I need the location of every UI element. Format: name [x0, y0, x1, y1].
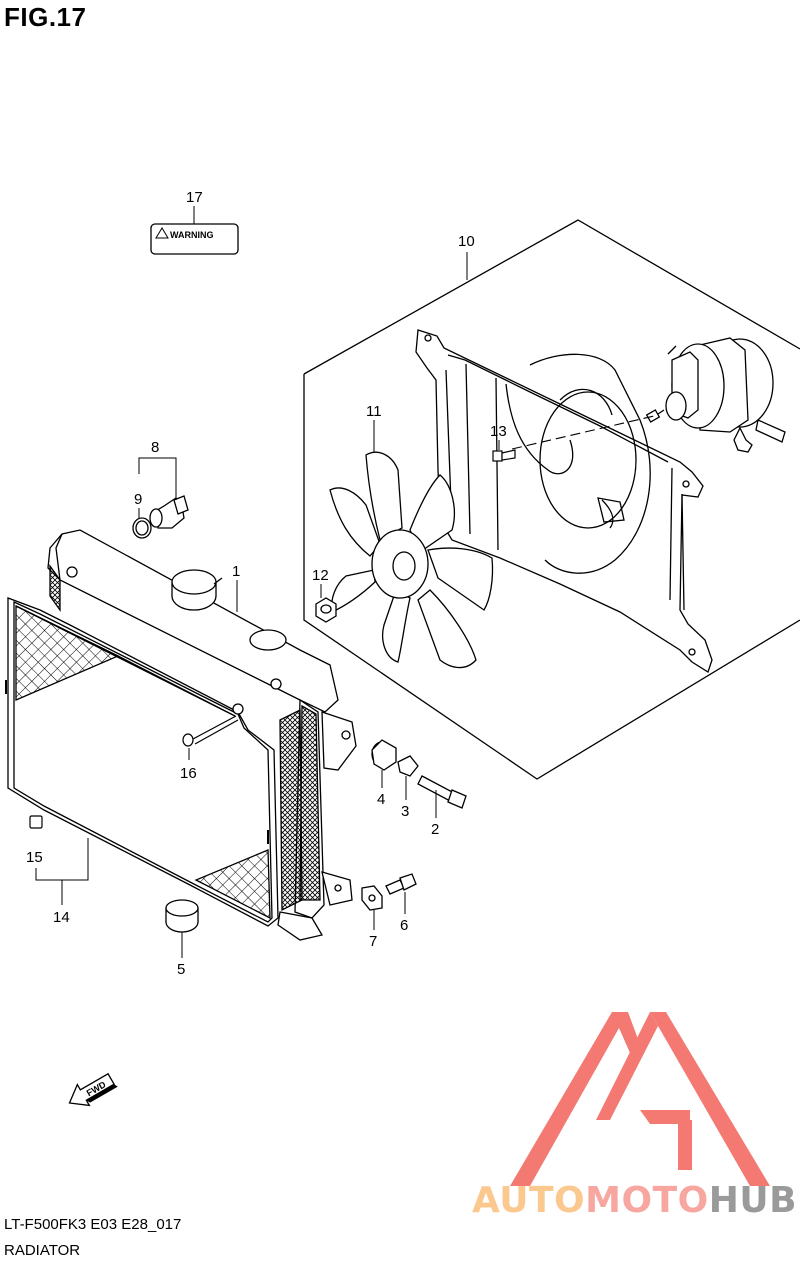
watermark-auto: AUTO	[472, 1180, 586, 1221]
watermark-hub: HUB	[708, 1180, 798, 1221]
thermo-switch	[149, 495, 189, 529]
screw-13	[492, 449, 516, 462]
o-ring	[132, 517, 152, 539]
warning-label: WARNING	[150, 223, 239, 255]
bolt-6	[385, 873, 417, 895]
clip-15	[29, 815, 43, 829]
forward-arrow: FWD	[68, 1072, 118, 1107]
callout-2: 2	[431, 821, 439, 838]
callout-14: 14	[53, 909, 70, 926]
bolt-2	[417, 775, 467, 809]
callout-5: 5	[177, 961, 185, 978]
callout-16: 16	[180, 765, 197, 782]
radiator-cap	[171, 569, 223, 611]
watermark-wordmark: AUTOMOTOHUB	[472, 1180, 797, 1221]
motor-axis-line	[511, 415, 655, 450]
leader-8	[138, 457, 177, 500]
callout-1: 1	[232, 563, 240, 580]
callout-4: 4	[377, 791, 385, 808]
callout-9: 9	[134, 491, 142, 508]
fan-motor	[645, 337, 786, 453]
callout-7: 7	[369, 933, 377, 950]
nut-12	[315, 597, 337, 623]
callout-15: 15	[26, 849, 43, 866]
callout-numbers: 1 2 3 4 5 6 7 8 9 10 11 12 13 14 15 16 1…	[26, 189, 507, 978]
callout-11: 11	[366, 403, 382, 420]
callout-6: 6	[400, 917, 408, 934]
radiator-screen	[5, 597, 279, 927]
model-code: LT-F500FK3 E03 E28_017	[4, 1216, 182, 1233]
fan-blade	[329, 451, 494, 669]
screw-16	[182, 715, 239, 747]
callout-3: 3	[401, 803, 409, 820]
cushion-4	[371, 739, 397, 771]
leader-14	[35, 838, 89, 881]
watermark-moto: MOTO	[585, 1180, 709, 1221]
fan-assembly-box	[303, 219, 800, 780]
callout-17: 17	[186, 189, 203, 206]
callout-10: 10	[458, 233, 475, 250]
warning-text: WARNING	[170, 230, 214, 240]
callout-13: 13	[490, 423, 507, 440]
figure-title: FIG.17	[4, 2, 87, 32]
watermark-logo-mark	[510, 1012, 770, 1186]
callout-12: 12	[312, 567, 329, 584]
nut-7	[361, 885, 383, 911]
radiator	[47, 529, 357, 941]
callout-8: 8	[151, 439, 159, 456]
diagram-title: RADIATOR	[4, 1242, 81, 1259]
fan-shroud	[415, 329, 713, 673]
collar-3	[397, 755, 419, 777]
cushion-5	[165, 899, 199, 933]
